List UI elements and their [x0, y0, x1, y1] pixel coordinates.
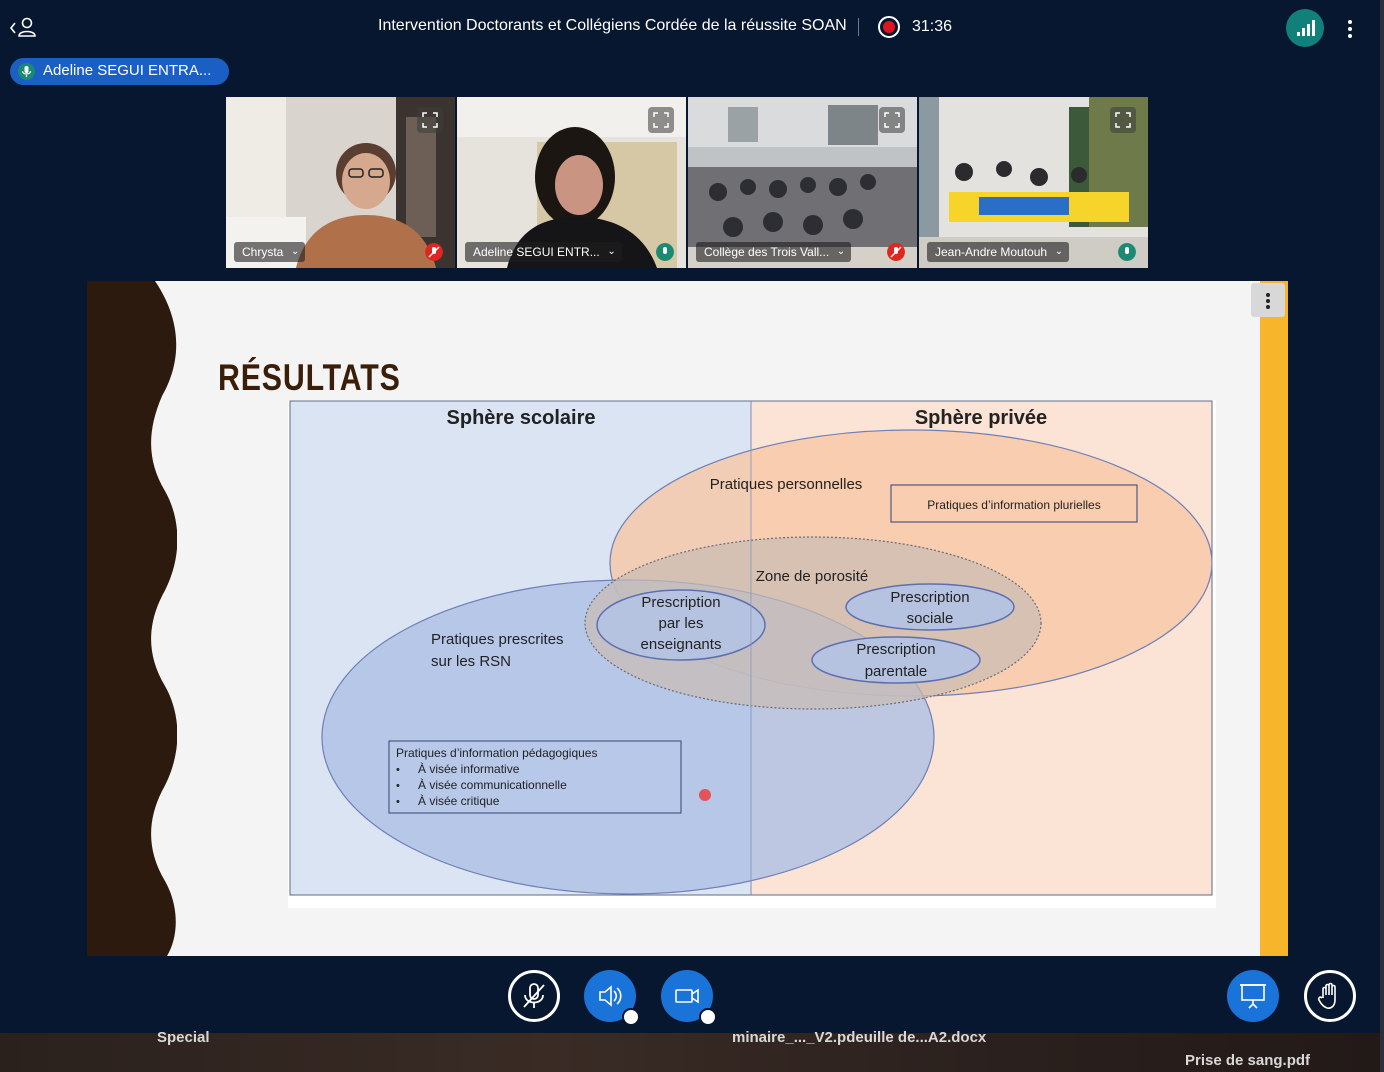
label-prescription-parental-2: parentale [865, 663, 928, 680]
tile-name-label[interactable]: Jean-Andre Moutouh ⌄ [927, 242, 1070, 262]
audio-button[interactable] [584, 970, 640, 1026]
label-prescription-parental-1: Prescription [856, 641, 935, 658]
classroom-feed [688, 97, 917, 268]
label-porosity-zone: Zone de porosité [756, 568, 869, 585]
connection-status-button[interactable] [1286, 9, 1324, 47]
hand-icon [1317, 982, 1336, 1009]
user-list-icon [9, 17, 36, 37]
desktop-file-label: minaire_..._V2.pdeuille de...A2.docx [732, 1029, 987, 1046]
label-prescribed-practices-1: Pratiques prescrites [431, 631, 564, 648]
dot [1266, 305, 1270, 309]
expand-icon[interactable] [1110, 107, 1136, 133]
panel-title-private: Sphère privée [915, 407, 1047, 429]
desktop-background: Special minaire_..._V2.pdeuille de...A2.… [0, 1029, 1384, 1072]
video-tile-jean-andre[interactable]: Jean-Andre Moutouh ⌄ [919, 97, 1148, 268]
label-prescription-social-1: Prescription [890, 589, 969, 606]
vertical-dots-icon [1266, 293, 1270, 297]
label-prescription-social-2: sociale [907, 610, 954, 627]
top-bar: Intervention Doctorants et Collégiens Co… [0, 0, 1384, 56]
video-button[interactable] [661, 970, 717, 1026]
tile-name-label[interactable]: Adeline SEGUI ENTR... ⌄ [465, 242, 622, 262]
tile-name: Collège des Trois Vall... [704, 245, 830, 259]
presentation-icon [1240, 984, 1266, 1009]
tile-name: Jean-Andre Moutouh [935, 245, 1048, 259]
chevron-down-icon: ⌄ [290, 246, 300, 257]
panel-title-school: Sphère scolaire [447, 407, 596, 429]
venn-diagram: Sphère scolaire Sphère privée Pratiques … [288, 400, 1216, 908]
video-tile-adeline[interactable]: Adeline SEGUI ENTR... ⌄ [457, 97, 686, 268]
tile-name-label[interactable]: Chrysta ⌄ [234, 242, 306, 262]
label-prescription-teachers-1: Prescription [641, 594, 720, 611]
user-list-button[interactable] [8, 14, 40, 42]
chevron-up-icon[interactable] [699, 1008, 717, 1026]
video-tile-chrysta[interactable]: Chrysta ⌄ [226, 97, 455, 268]
bullet: • [396, 796, 400, 808]
expand-icon[interactable] [648, 107, 674, 133]
presentation-slide: RÉSULTATS Sphère scolaire Sphère privée … [87, 281, 1288, 956]
tile-name: Chrysta [242, 245, 284, 259]
slide-title: RÉSULTATS [218, 357, 401, 398]
tile-name: Adeline SEGUI ENTR... [473, 245, 600, 259]
speaker-icon [599, 985, 622, 1007]
raise-hand-button[interactable] [1304, 970, 1356, 1022]
label-plural-info: Pratiques d’information plurielles [927, 498, 1100, 512]
chevron-down-icon: ⌄ [1054, 246, 1064, 257]
slide-accent-bar [1260, 281, 1288, 956]
mute-button[interactable] [508, 970, 560, 1022]
talker-name: Adeline SEGUI ENTRA... [43, 62, 212, 79]
pedagogical-box-title: Pratiques d’information pédagogiques [396, 746, 597, 760]
bullet: • [396, 764, 400, 776]
expand-icon[interactable] [417, 107, 443, 133]
dot [1266, 299, 1270, 303]
presentation-options-button[interactable] [1251, 283, 1285, 317]
label-personal-practices: Pratiques personnelles [710, 476, 863, 493]
slide-decoration [87, 281, 177, 956]
vertical-dots-icon [1348, 20, 1352, 24]
window-edge [1380, 0, 1384, 1072]
chevron-down-icon: ⌄ [607, 246, 616, 257]
mic-on-icon [1118, 243, 1136, 261]
mic-off-icon [523, 983, 545, 1008]
pedagogical-item: À visée informative [418, 761, 520, 776]
bullet: • [396, 780, 400, 792]
label-prescription-teachers-3: enseignants [641, 636, 722, 653]
chevron-down-icon: ⌄ [836, 246, 846, 257]
video-tile-college[interactable]: Collège des Trois Vall... ⌄ [688, 97, 917, 268]
webcam-feed [226, 97, 455, 268]
expand-icon[interactable] [879, 107, 905, 133]
mic-muted-icon [887, 243, 905, 261]
dot [1348, 27, 1352, 31]
label-prescription-teachers-2: par les [658, 615, 703, 632]
classroom-feed [919, 97, 1148, 268]
options-button[interactable] [1340, 14, 1360, 42]
mic-on-icon [656, 243, 674, 261]
microphone-icon [18, 63, 35, 80]
pedagogical-item: À visée communicationnelle [418, 777, 567, 792]
mic-muted-icon [425, 243, 443, 261]
desktop-file-label[interactable]: Prise de sang.pdf [1185, 1052, 1311, 1069]
camera-icon [675, 988, 699, 1004]
talking-indicator[interactable]: Adeline SEGUI ENTRA... [10, 58, 229, 85]
chevron-up-icon[interactable] [622, 1008, 640, 1026]
meeting-title: Intervention Doctorants et Collégiens Co… [378, 17, 847, 34]
dot [1348, 34, 1352, 38]
tile-name-label[interactable]: Collège des Trois Vall... ⌄ [696, 242, 852, 262]
desktop-file-label: Special [157, 1029, 210, 1046]
record-icon[interactable] [878, 16, 900, 38]
presentation-button[interactable] [1227, 970, 1279, 1022]
label-prescribed-practices-2: sur les RSN [431, 653, 511, 670]
pedagogical-item: À visée critique [418, 793, 500, 808]
signal-bars-icon [1297, 20, 1315, 36]
recording-time: 31:36 [912, 18, 953, 35]
title-separator [858, 18, 859, 36]
